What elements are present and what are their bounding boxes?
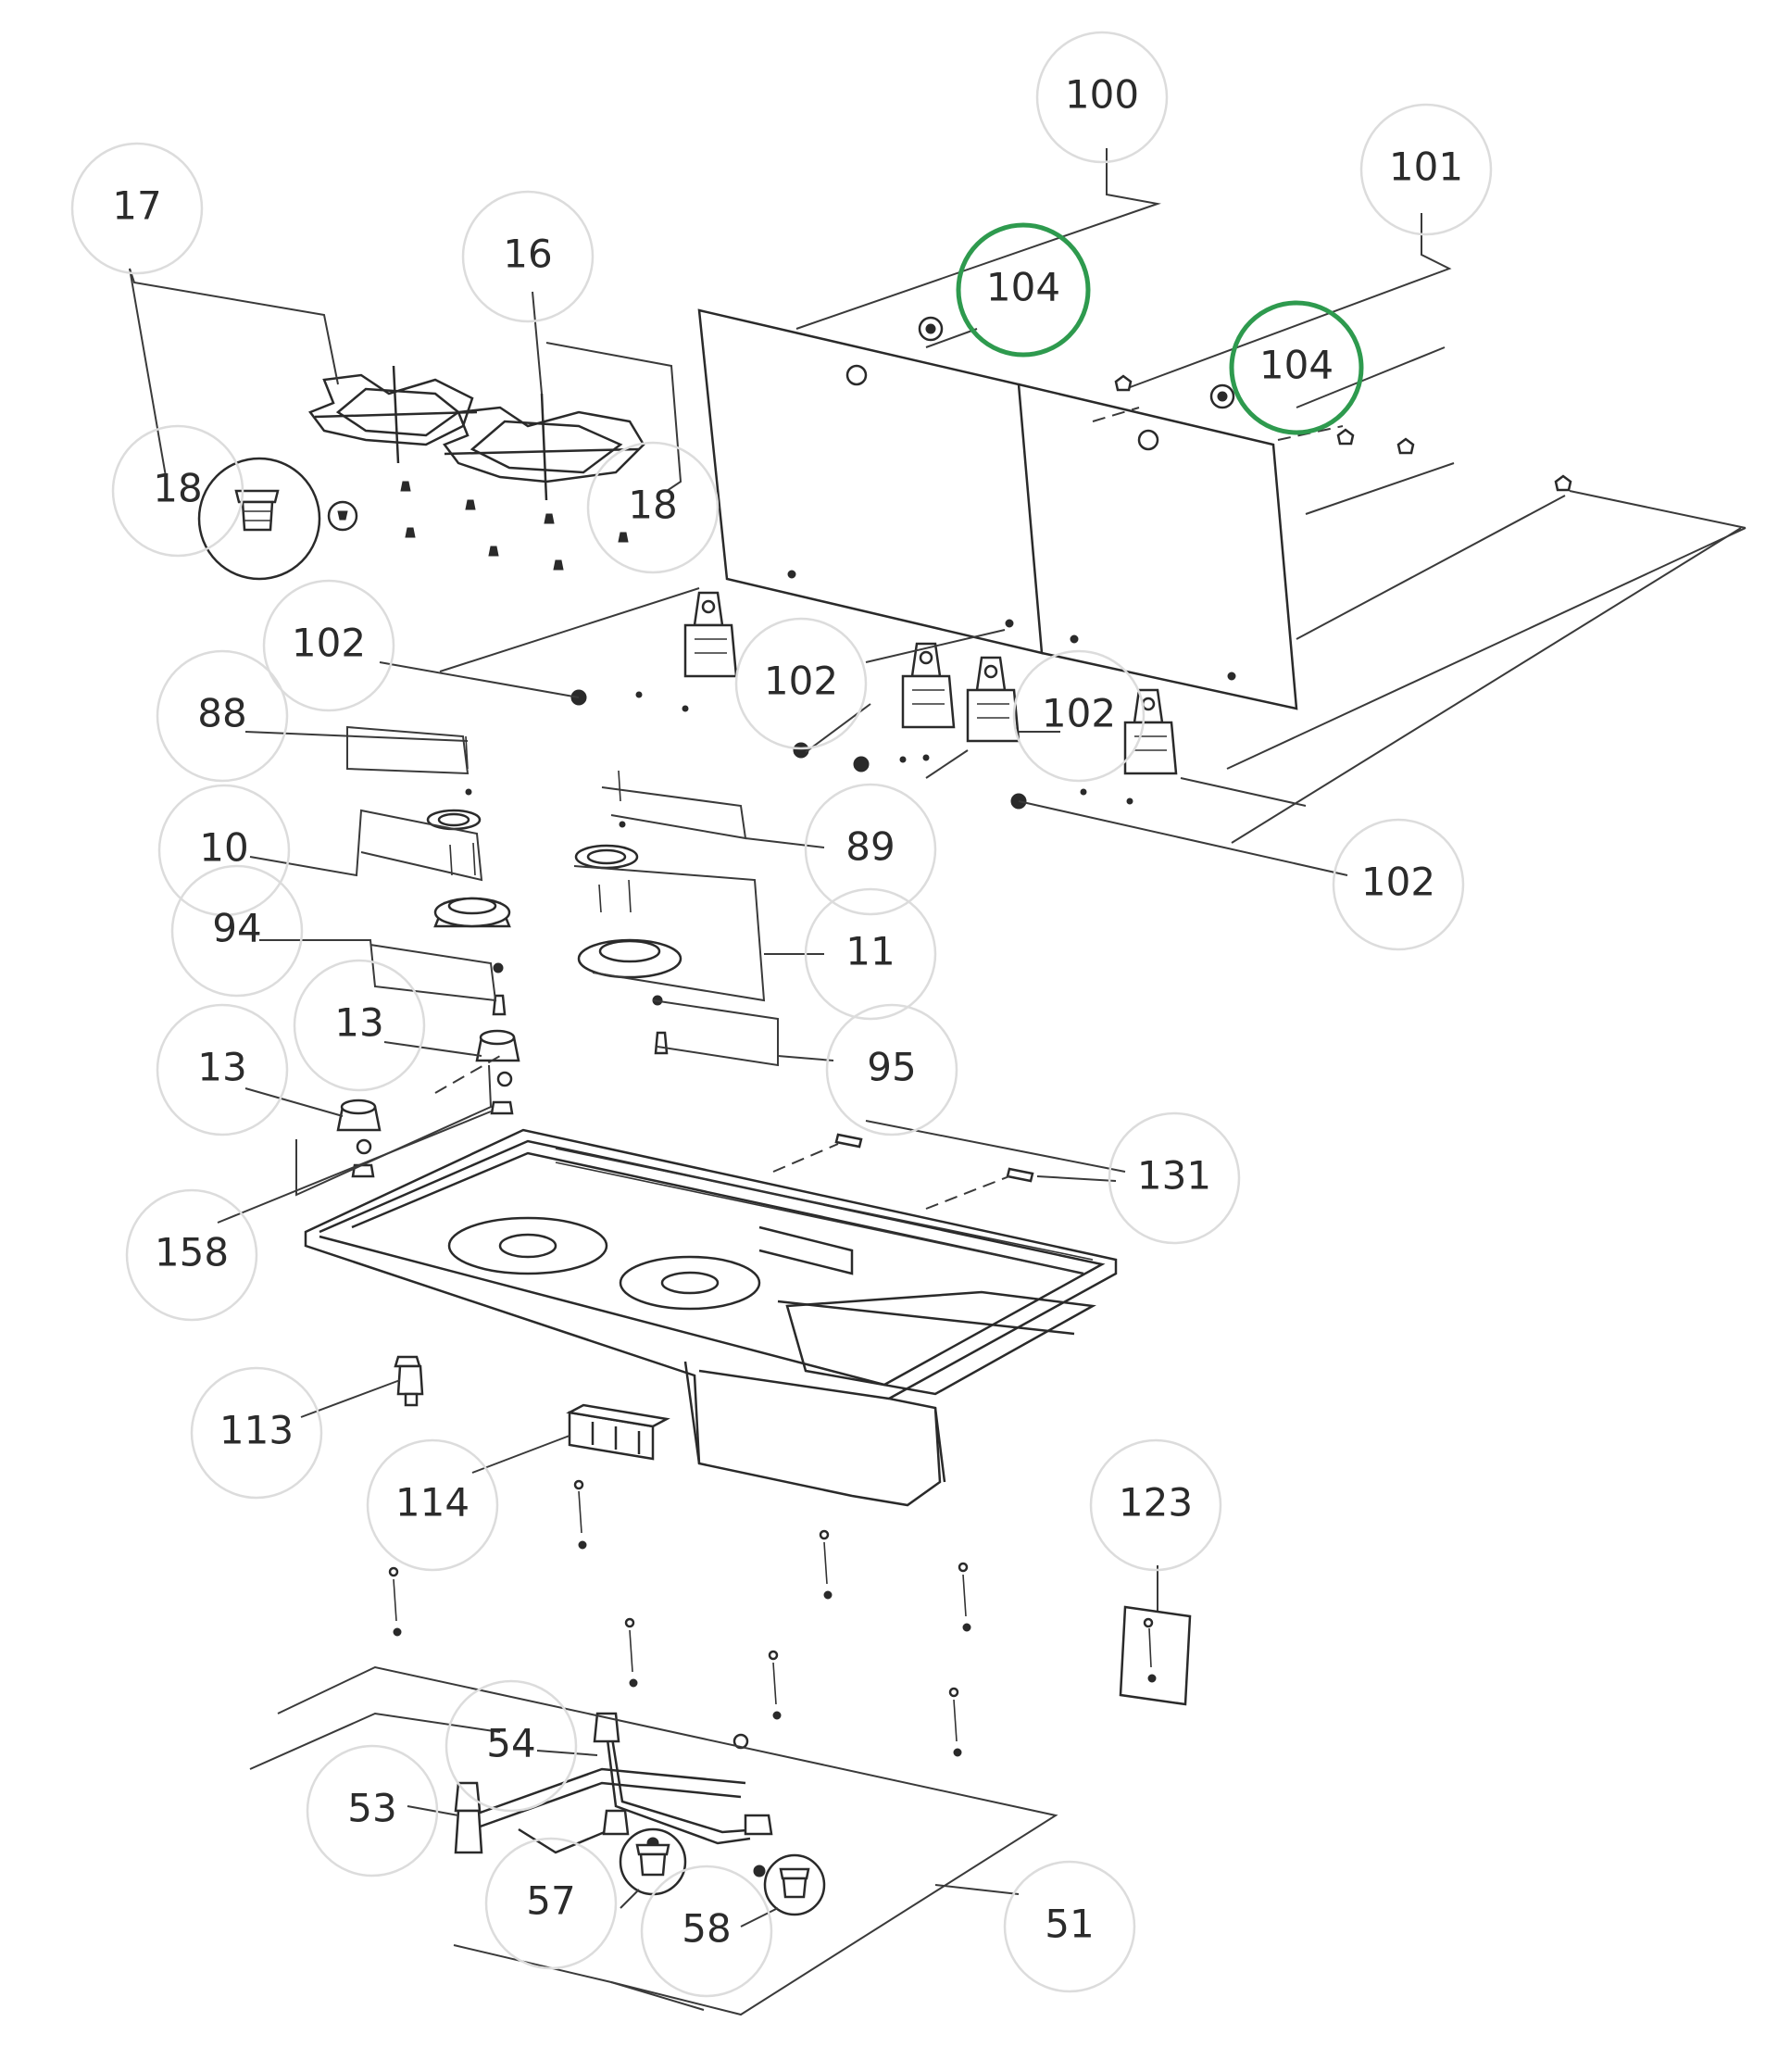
callout-label: 104 xyxy=(1259,343,1334,388)
callout-label: 10 xyxy=(199,825,248,871)
callout-label: 16 xyxy=(503,232,552,277)
callout-53: 53 xyxy=(306,1744,439,1877)
hinge-2 xyxy=(901,642,956,729)
callout-label: 17 xyxy=(112,183,161,229)
electrical-box-114 xyxy=(566,1403,670,1461)
callout-114: 114 xyxy=(366,1438,499,1572)
mounting-screws xyxy=(388,1479,971,1757)
callout-label: 13 xyxy=(334,1000,383,1046)
hinge-leader-lines xyxy=(379,527,1742,876)
callout-131: 131 xyxy=(1108,1111,1241,1245)
pan-support-16 xyxy=(443,393,645,501)
callout-113: 113 xyxy=(190,1366,323,1500)
knob-13b xyxy=(336,1099,382,1178)
callout-label: 104 xyxy=(986,265,1060,310)
callout-17: 17 xyxy=(70,142,204,275)
hinge-4 xyxy=(1123,688,1178,775)
callout-18a: 18 xyxy=(111,424,244,558)
callout-label: 18 xyxy=(628,483,677,528)
callout-label: 13 xyxy=(197,1045,246,1090)
fixing-kit-123 xyxy=(1119,1605,1192,1706)
callout-13b: 13 xyxy=(156,1003,289,1136)
callout-label: 101 xyxy=(1389,144,1463,190)
callout-label: 18 xyxy=(153,466,202,511)
callout-10: 10 xyxy=(157,784,291,917)
callout-11: 11 xyxy=(804,887,937,1021)
lid-nuts xyxy=(1114,374,1572,492)
foot-detail-bubble xyxy=(197,457,358,581)
callout-label: 51 xyxy=(1045,1902,1094,1947)
callout-13a: 13 xyxy=(293,959,426,1092)
callout-label: 102 xyxy=(1042,691,1116,736)
callout-100: 100 xyxy=(1035,31,1169,164)
lid-washer-104b xyxy=(1209,383,1235,409)
callout-label: 102 xyxy=(1361,860,1435,905)
callout-51: 51 xyxy=(1003,1860,1136,1993)
callout-label: 114 xyxy=(395,1480,470,1526)
callout-158: 158 xyxy=(125,1188,258,1322)
callout-label: 54 xyxy=(486,1721,535,1766)
callout-label: 102 xyxy=(764,659,838,704)
injector-58 xyxy=(763,1853,826,1916)
hinge-3 xyxy=(966,656,1020,743)
callout-label: 113 xyxy=(219,1408,294,1453)
hinge-1 xyxy=(683,591,738,678)
callout-88: 88 xyxy=(156,649,289,783)
callout-label: 102 xyxy=(292,621,366,666)
callout-95: 95 xyxy=(825,1003,958,1136)
callout-label: 53 xyxy=(347,1786,396,1831)
callout-104b: 104 xyxy=(1229,300,1364,435)
knob-leaders xyxy=(217,1041,501,1224)
callout-89: 89 xyxy=(804,783,937,916)
callout-58: 58 xyxy=(640,1865,773,1998)
hob-sink-body xyxy=(304,1128,1118,1507)
glass-lid-right xyxy=(1005,383,1298,710)
callout-label: 94 xyxy=(212,906,261,951)
callout-102b: 102 xyxy=(734,617,868,750)
callout-label: 11 xyxy=(845,929,895,974)
pan-support-leaders xyxy=(129,268,682,492)
callout-18b: 18 xyxy=(586,441,720,574)
callout-101: 101 xyxy=(1359,103,1493,236)
callout-label: 57 xyxy=(526,1878,575,1924)
callout-label: 131 xyxy=(1137,1153,1211,1199)
callout-102d: 102 xyxy=(1332,818,1465,951)
burner-11 xyxy=(574,844,682,979)
burner-leader-frames xyxy=(244,725,834,1067)
pan-support-feet-18 xyxy=(400,481,629,571)
lid-washer-104a xyxy=(918,316,944,342)
callout-54: 54 xyxy=(444,1679,578,1813)
manifold-leader-frames xyxy=(249,1665,1058,2016)
callout-label: 158 xyxy=(155,1230,229,1275)
callout-label: 95 xyxy=(867,1045,916,1090)
burner-screws xyxy=(449,735,669,1055)
hinge-nuts-102 xyxy=(570,689,1133,810)
hob-screws-131 xyxy=(772,1120,1126,1210)
callout-57: 57 xyxy=(484,1837,618,1970)
callout-label: 123 xyxy=(1119,1480,1193,1526)
callout-102c: 102 xyxy=(1012,649,1146,783)
burner-10 xyxy=(426,809,511,928)
callout-104a: 104 xyxy=(956,222,1091,358)
pan-support-17 xyxy=(308,365,478,464)
gas-valve-113 xyxy=(394,1355,424,1407)
callout-label: 100 xyxy=(1065,72,1139,118)
callout-label: 89 xyxy=(845,824,895,870)
callout-16: 16 xyxy=(461,190,595,323)
callout-123: 123 xyxy=(1089,1438,1222,1572)
callout-102a: 102 xyxy=(262,579,395,712)
callout-label: 88 xyxy=(197,691,246,736)
callout-94: 94 xyxy=(170,864,304,998)
glass-lid-left xyxy=(697,308,1044,655)
knob-13a xyxy=(475,1029,520,1115)
callout-label: 58 xyxy=(682,1906,731,1952)
